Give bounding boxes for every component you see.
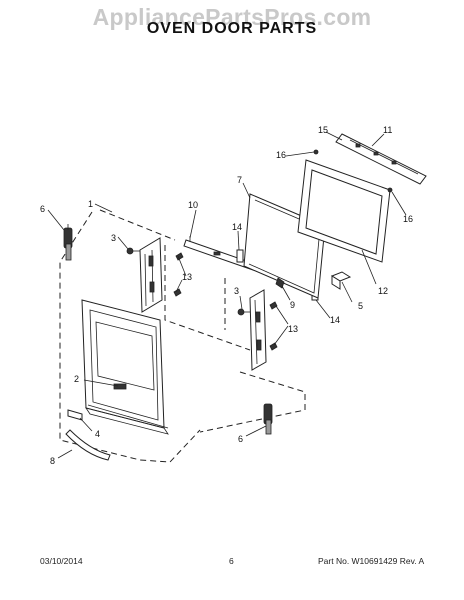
- callout-7: 7: [237, 175, 242, 185]
- part-15-top-vent: [335, 133, 427, 185]
- callout-6-top: 6: [40, 204, 45, 214]
- callout-5: 5: [358, 301, 363, 311]
- footer-page-number: 6: [229, 556, 234, 566]
- part-3-screw-left: [126, 247, 140, 255]
- part-13-clips-right: [269, 301, 278, 351]
- callout-3-right: 3: [234, 286, 239, 296]
- part-3-screw-right: [237, 308, 250, 316]
- callout-15: 15: [318, 125, 328, 135]
- callout-13-left: 13: [182, 272, 192, 282]
- leader-lines: [47, 131, 407, 459]
- callout-10: 10: [188, 200, 198, 210]
- part-14-tab-upper: [236, 249, 244, 263]
- footer-part-number: Part No. W10691429 Rev. A: [318, 556, 425, 566]
- callout-14-lower: 14: [330, 315, 340, 325]
- callout-8: 8: [50, 456, 55, 466]
- callout-13-right: 13: [288, 324, 298, 334]
- part-6-hinge-bottom: [263, 403, 273, 435]
- part-6-hinge-top: [63, 224, 73, 261]
- outer-door-panel: [81, 299, 169, 435]
- callout-6-bottom: 6: [238, 434, 243, 444]
- callout-12: 12: [378, 286, 388, 296]
- watermark: AppliancePartsPros.com: [92, 4, 372, 30]
- part-13-clips-left: [173, 252, 184, 297]
- callout-16-left: 16: [276, 150, 286, 160]
- callout-9: 9: [290, 300, 295, 310]
- callout-16-right: 16: [403, 214, 413, 224]
- part-1-left-channel: [139, 237, 163, 313]
- right-hinge-channel: [249, 289, 267, 371]
- part-5-latch: [330, 271, 352, 290]
- part-12-frame: [297, 159, 391, 263]
- page-title: OVEN DOOR PARTS: [146, 20, 318, 37]
- callout-4: 4: [95, 429, 100, 439]
- footer-date: 03/10/2014: [40, 556, 83, 566]
- right-dashed-outline: [164, 245, 306, 433]
- part-16-screws: [313, 149, 393, 193]
- part-2-bracket: [113, 383, 127, 390]
- callout-14-upper: 14: [232, 222, 242, 232]
- part-8-handle: [65, 429, 111, 461]
- part-9-bracket: [275, 277, 285, 289]
- left-dashed-outline: [59, 209, 201, 463]
- callout-11: 11: [383, 125, 392, 135]
- callout-2: 2: [74, 374, 79, 384]
- callout-1: 1: [88, 199, 93, 209]
- callout-3-left: 3: [111, 233, 116, 243]
